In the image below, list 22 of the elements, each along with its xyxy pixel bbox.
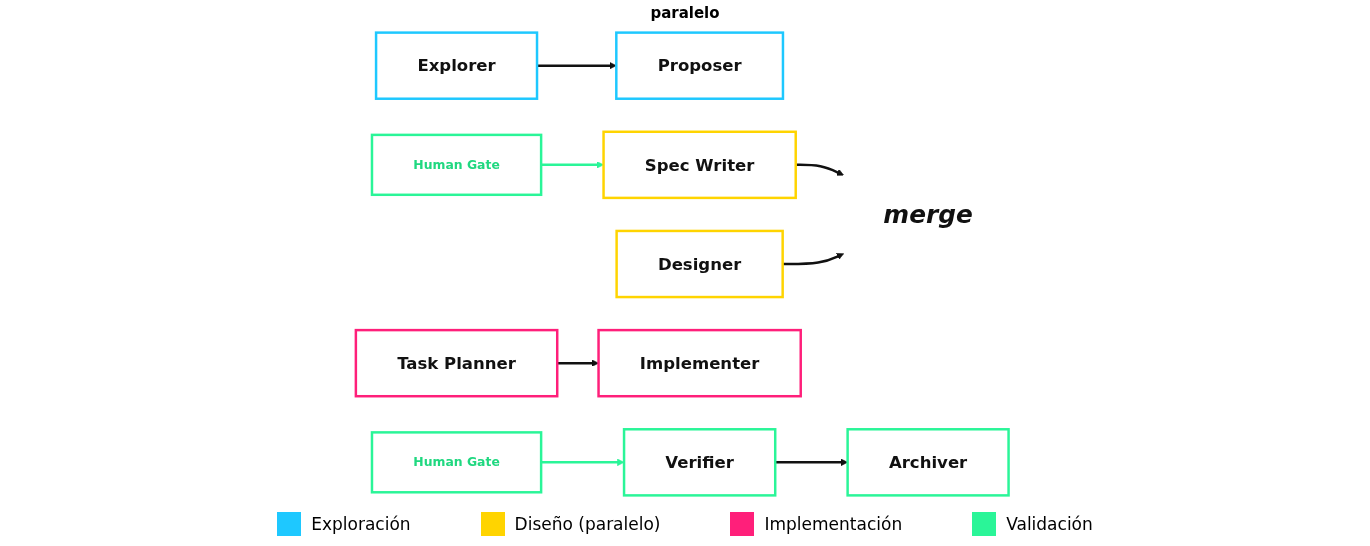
node-box: Designer	[615, 229, 784, 299]
node-box: Implementer	[597, 328, 802, 398]
arrow	[541, 458, 625, 466]
legend-label: Implementación	[764, 514, 903, 534]
legend-label: Exploración	[311, 514, 411, 534]
node-box: Spec Writer	[602, 130, 797, 200]
node-text: merge	[883, 199, 973, 229]
arrow	[557, 359, 599, 367]
node-box: Human Gate	[370, 431, 543, 494]
arrow	[782, 253, 844, 266]
node-box: Proposer	[615, 31, 785, 100]
node-box: Task Planner	[354, 328, 559, 398]
node-box: Explorer	[374, 31, 539, 100]
node-box: Human Gate	[370, 133, 543, 197]
arrow	[541, 161, 604, 169]
node-box: Verifier	[622, 428, 777, 497]
arrow	[537, 62, 617, 70]
node-box: Archiver	[846, 428, 1010, 497]
legend-label: Validación	[1006, 514, 1093, 534]
legend-label: Diseño (paralelo)	[514, 514, 661, 534]
arrow	[795, 163, 844, 176]
arrow	[775, 458, 848, 466]
